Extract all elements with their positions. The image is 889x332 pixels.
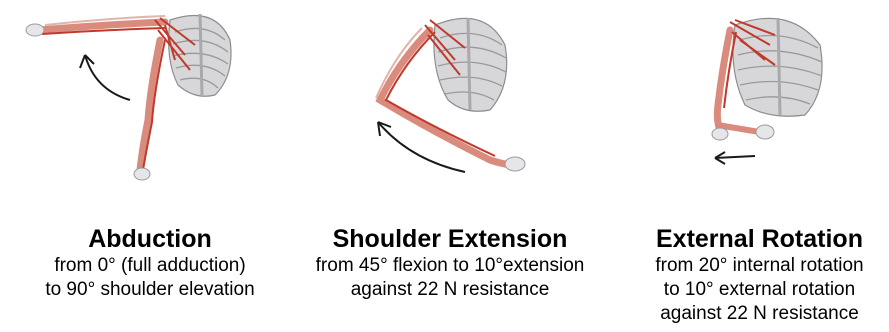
panel-abduction: Abduction from 0° (full adduction) to 90… bbox=[0, 0, 300, 332]
panel-title: Abduction bbox=[0, 224, 300, 254]
extension-illustration bbox=[290, 0, 610, 210]
caption-external-rotation: External Rotation from 20° internal rota… bbox=[630, 224, 889, 326]
panel-description-line: against 22 N resistance bbox=[630, 302, 889, 326]
arm-figure-lower bbox=[134, 40, 165, 180]
motion-arrow bbox=[715, 152, 755, 164]
ribcage-figure bbox=[733, 18, 822, 116]
abduction-illustration bbox=[0, 0, 300, 210]
caption-shoulder-extension: Shoulder Extension from 45° flexion to 1… bbox=[290, 224, 610, 302]
panel-shoulder-extension: Shoulder Extension from 45° flexion to 1… bbox=[290, 0, 610, 332]
panel-description-line: from 45° flexion to 10°extension bbox=[290, 254, 610, 278]
panel-description-line: from 20° internal rotation bbox=[630, 254, 889, 278]
panel-description-line: against 22 N resistance bbox=[290, 278, 610, 302]
external-rotation-illustration bbox=[630, 0, 889, 210]
panel-external-rotation: External Rotation from 20° internal rota… bbox=[630, 0, 889, 332]
panel-title: External Rotation bbox=[630, 224, 889, 254]
panel-title: Shoulder Extension bbox=[290, 224, 610, 254]
panel-description-line: to 10° external rotation bbox=[630, 278, 889, 302]
caption-abduction: Abduction from 0° (full adduction) to 90… bbox=[0, 224, 300, 302]
arm-figure-upper bbox=[26, 16, 165, 36]
motion-arrow bbox=[378, 122, 465, 172]
panel-description-line: to 90° shoulder elevation bbox=[0, 278, 300, 302]
motion-arrow bbox=[80, 55, 130, 100]
panel-description-line: from 0° (full adduction) bbox=[0, 254, 300, 278]
